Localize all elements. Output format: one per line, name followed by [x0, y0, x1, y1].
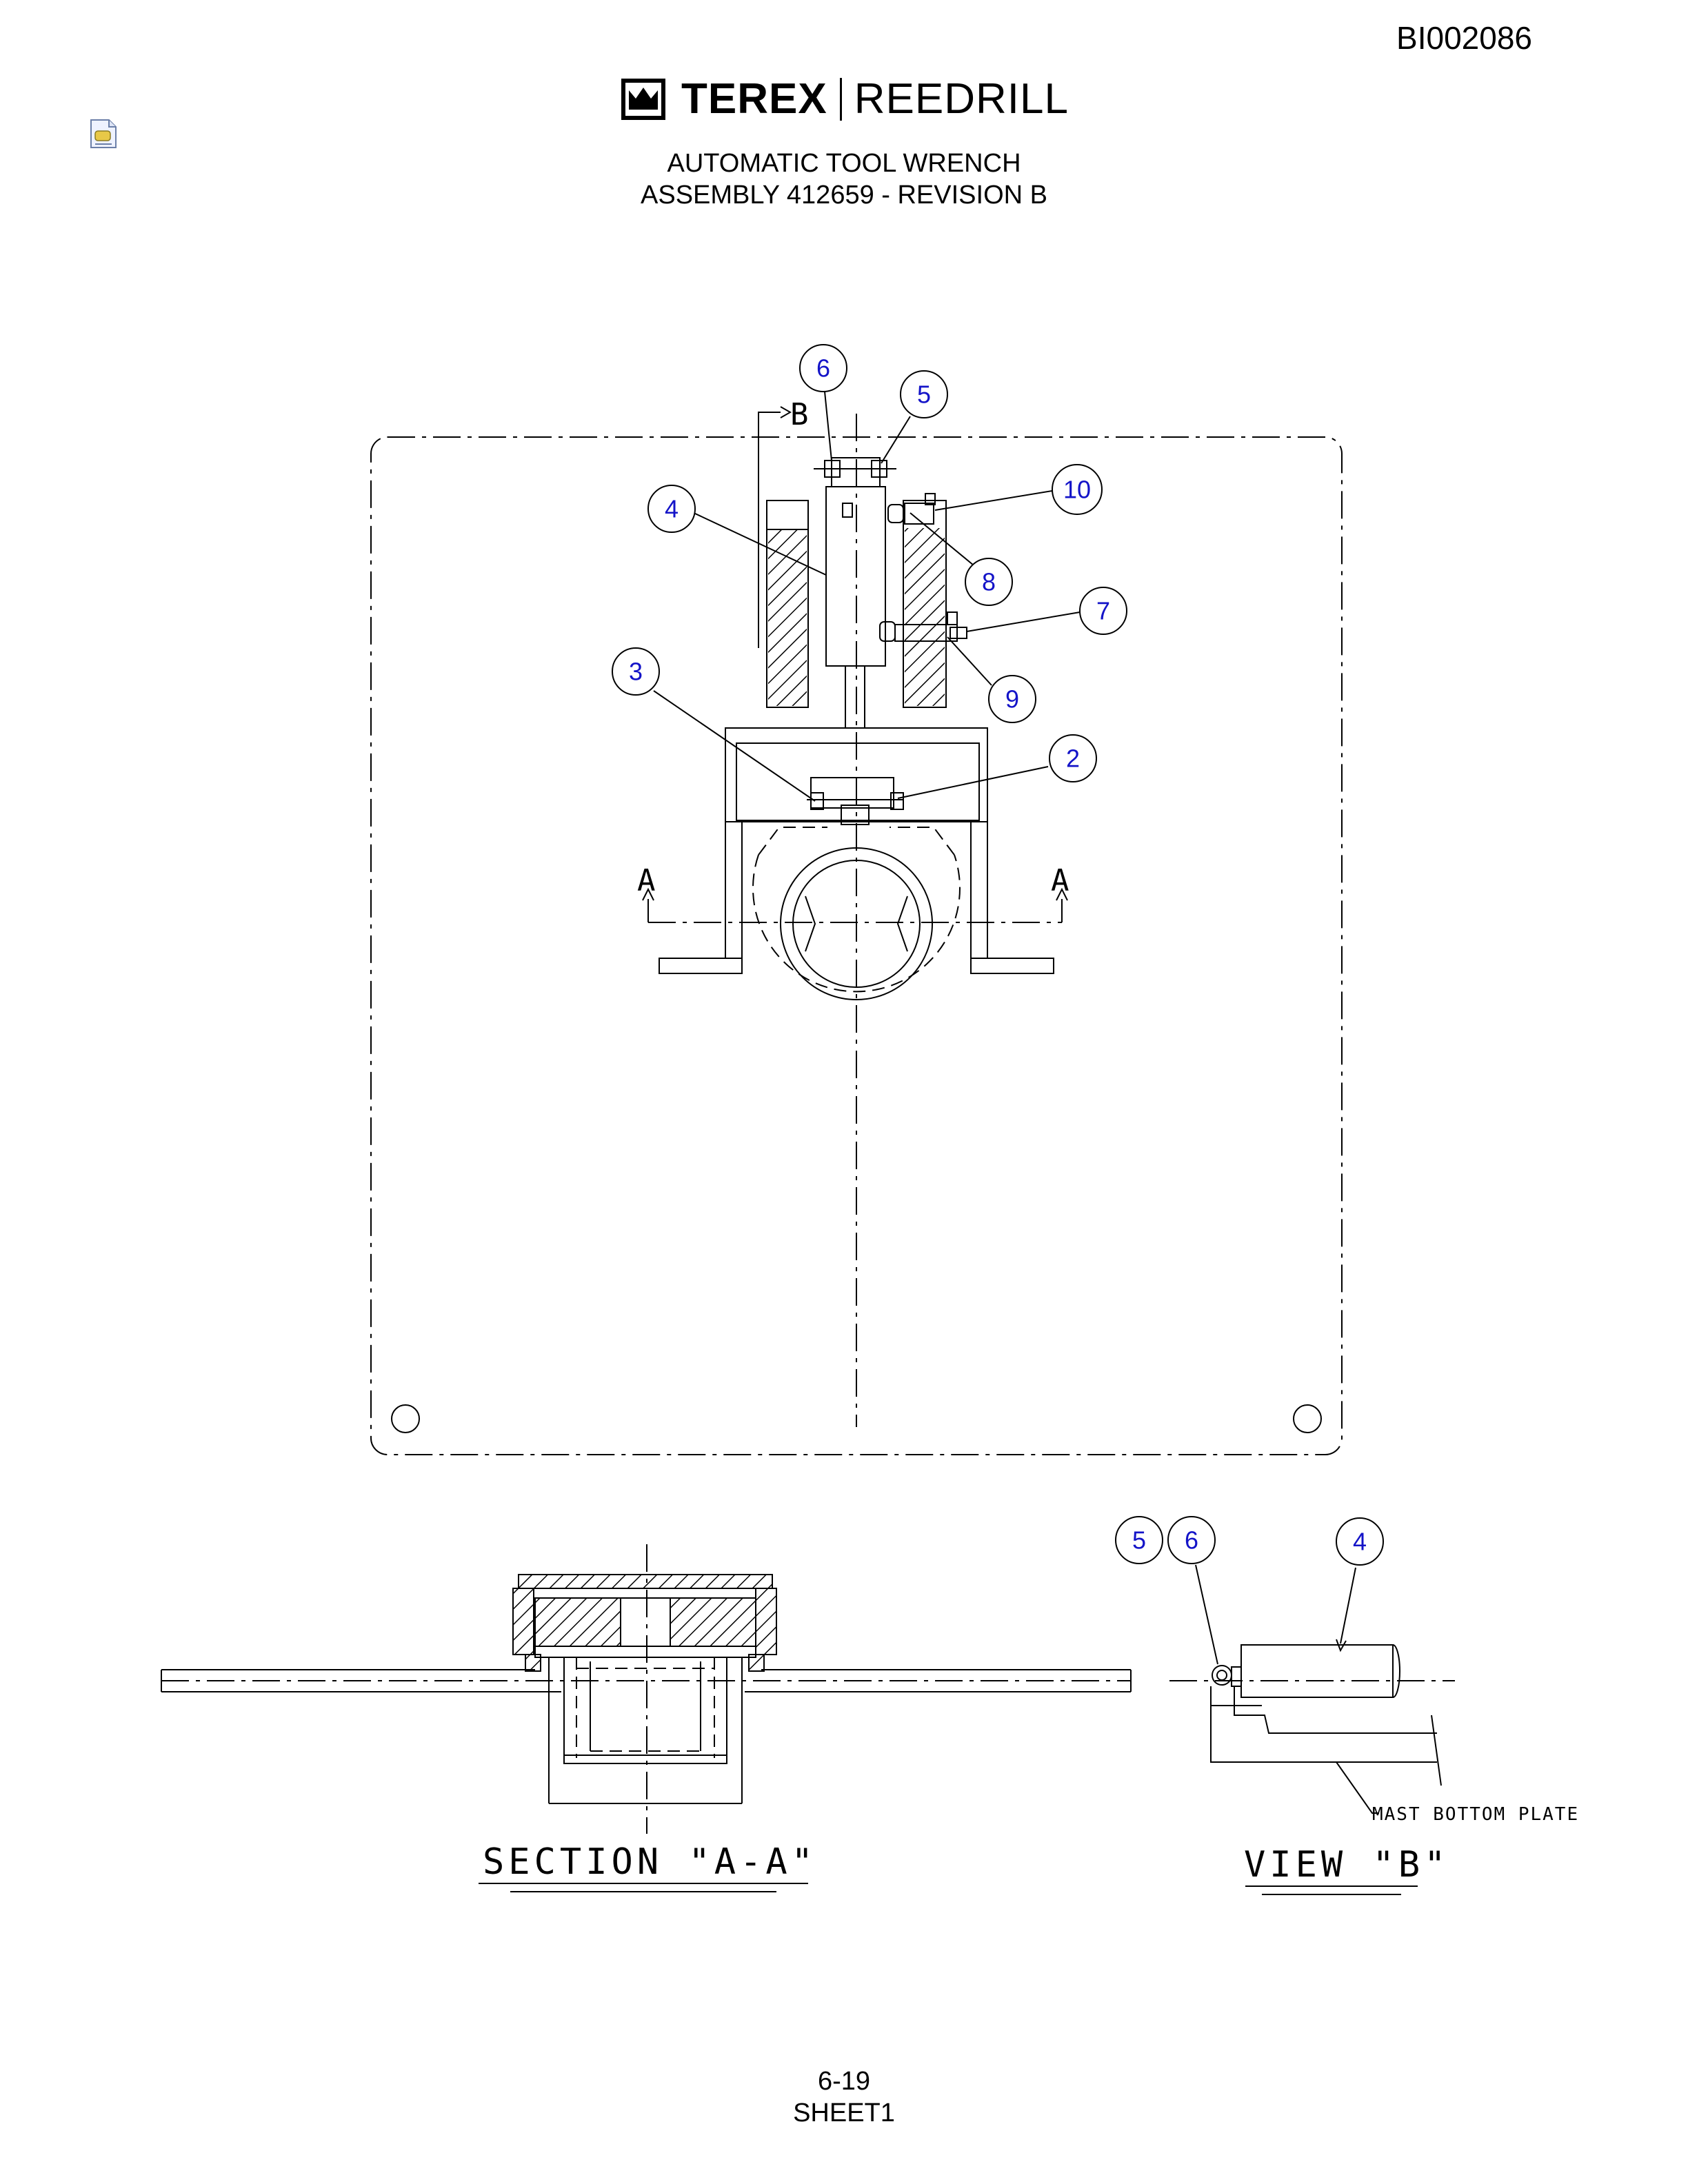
callout-5-view-b: 5 — [1115, 1516, 1163, 1564]
document-id: BI002086 — [1396, 20, 1532, 56]
sheet-label: SHEET1 — [793, 2099, 895, 2127]
callout-6-main: 6 — [799, 344, 847, 392]
mast-bottom-plate-note: MAST BOTTOM PLATE — [1372, 1804, 1579, 1825]
svg-text:9: 9 — [1005, 685, 1019, 714]
callout-8-main: 8 — [965, 558, 1013, 606]
svg-text:10: 10 — [1063, 476, 1091, 504]
brand-logo: TEREX REEDRILL — [621, 74, 1069, 124]
section-a-a-label: SECTION "A-A" — [483, 1841, 817, 1883]
callout-5-main: 5 — [900, 370, 948, 418]
lower-fitting — [879, 611, 967, 642]
svg-text:5: 5 — [917, 381, 931, 409]
svg-text:4: 4 — [665, 495, 679, 523]
section-a-a-view: SECTION "A-A" — [161, 1544, 1132, 1892]
hydraulic-cylinder — [814, 457, 896, 729]
view-b-label: VIEW "B" — [1244, 1844, 1449, 1885]
svg-text:6: 6 — [1185, 1526, 1198, 1555]
upper-fitting — [887, 493, 936, 525]
callout-10-main: 10 — [1052, 464, 1103, 515]
svg-text:2: 2 — [1066, 745, 1080, 773]
page-number: 6-19 — [817, 2067, 871, 2096]
callout-9-main: 9 — [988, 675, 1036, 723]
main-view: B — [370, 344, 1343, 1455]
right-wrench-jaw — [903, 500, 947, 708]
view-b: MAST BOTTOM PLATE 5 6 4 VIEW "B" — [1115, 1516, 1579, 1895]
document-icon[interactable] — [90, 119, 117, 149]
svg-text:6: 6 — [816, 354, 830, 383]
section-a-label-right: A — [1051, 863, 1069, 898]
page-footer: 6-19 SHEET1 — [0, 2065, 1688, 2129]
section-a-label-left: A — [637, 863, 656, 898]
mount-hole-right — [1293, 1404, 1322, 1433]
logo-divider — [839, 78, 842, 121]
callout-3-main: 3 — [612, 647, 660, 696]
callout-4-main: 4 — [647, 485, 696, 533]
svg-text:8: 8 — [982, 568, 996, 596]
section-b-marker: B — [758, 397, 809, 648]
svg-text:3: 3 — [629, 658, 643, 686]
title-line-1: AUTOMATIC TOOL WRENCH — [667, 149, 1021, 178]
callout-6-view-b: 6 — [1167, 1516, 1216, 1564]
section-b-label: B — [790, 397, 809, 432]
callout-4-view-b: 4 — [1336, 1517, 1384, 1566]
brand-product-line: REEDRILL — [854, 75, 1069, 123]
crown-emblem-icon — [621, 79, 665, 120]
rotating-ring — [752, 827, 961, 1000]
svg-text:4: 4 — [1353, 1528, 1367, 1556]
title-line-2: ASSEMBLY 412659 - REVISION B — [641, 181, 1047, 210]
left-wrench-jaw — [766, 500, 809, 708]
callout-7-main: 7 — [1079, 587, 1127, 635]
svg-text:5: 5 — [1132, 1526, 1146, 1555]
leader-lines — [653, 391, 1081, 802]
svg-text:7: 7 — [1096, 597, 1110, 625]
callout-2-main: 2 — [1049, 734, 1097, 782]
section-a-line: A A — [637, 863, 1069, 923]
drawing-title: AUTOMATIC TOOL WRENCH ASSEMBLY 412659 - … — [0, 148, 1688, 211]
mount-hole-left — [391, 1404, 420, 1433]
brand-name: TEREX — [681, 75, 827, 123]
